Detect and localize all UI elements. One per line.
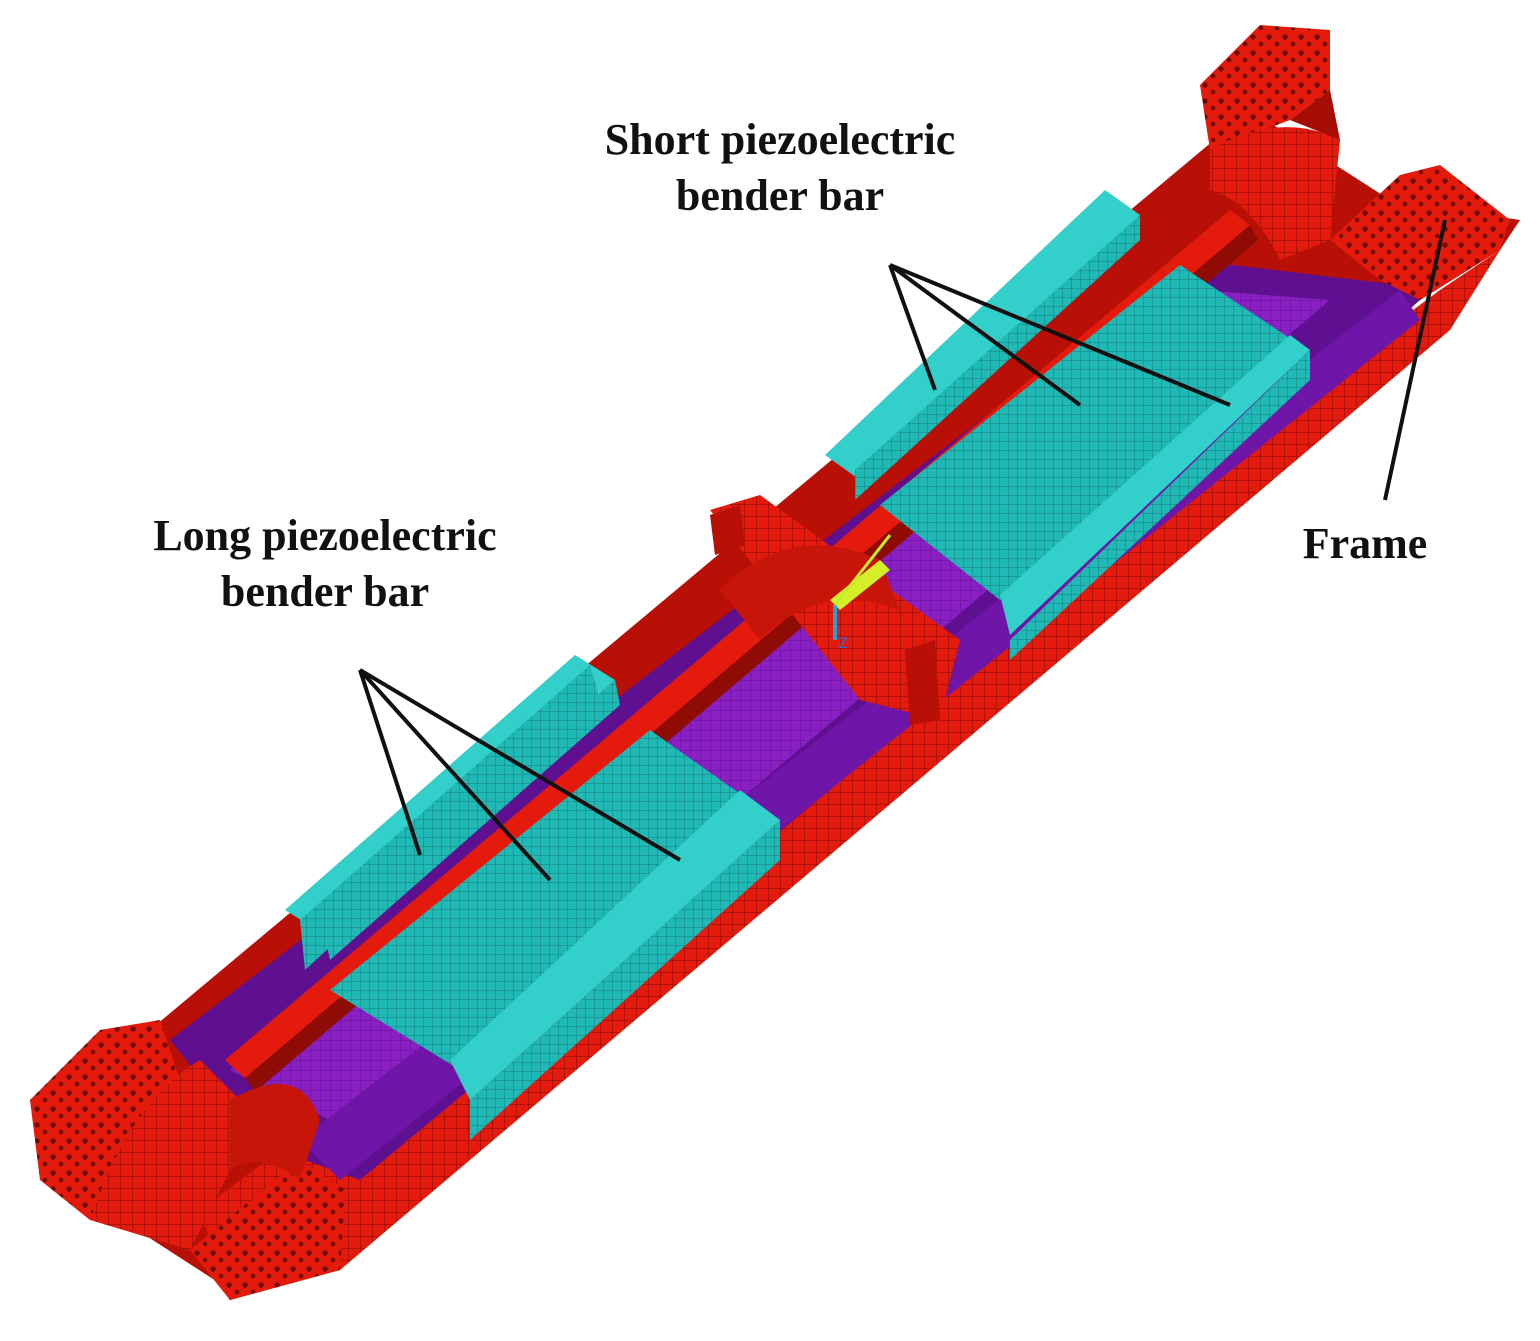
axis-triad: Z xyxy=(830,534,892,652)
long-bender-bar-label: Long piezoelectric bender bar xyxy=(110,508,540,620)
long-bender-bar-group xyxy=(285,655,780,1140)
long-bar-label-line-2: bender bar xyxy=(220,567,430,616)
leader-short-2 xyxy=(888,263,1082,407)
frame-label: Frame xyxy=(1302,519,1428,568)
short-bender-bar-label: Short piezoelectric bender bar xyxy=(560,112,1000,224)
leader-short-1 xyxy=(888,264,937,391)
leader-long-3 xyxy=(358,668,682,862)
leader-frame xyxy=(1383,219,1447,501)
leader-short-3 xyxy=(889,263,1231,407)
leader-long-1 xyxy=(358,669,422,856)
short-bar-label-line-1: Short piezoelectric xyxy=(604,115,956,164)
leader-lines xyxy=(358,219,1447,882)
long-bar-label-line-1: Long piezoelectric xyxy=(153,511,497,560)
frame-end-lower-left xyxy=(30,1020,345,1300)
frame-end-upper-right xyxy=(1200,25,1510,300)
axis-z-label: Z xyxy=(838,636,848,652)
short-bar-label-line-2: bender bar xyxy=(675,171,885,220)
leader-long-2 xyxy=(358,668,552,882)
